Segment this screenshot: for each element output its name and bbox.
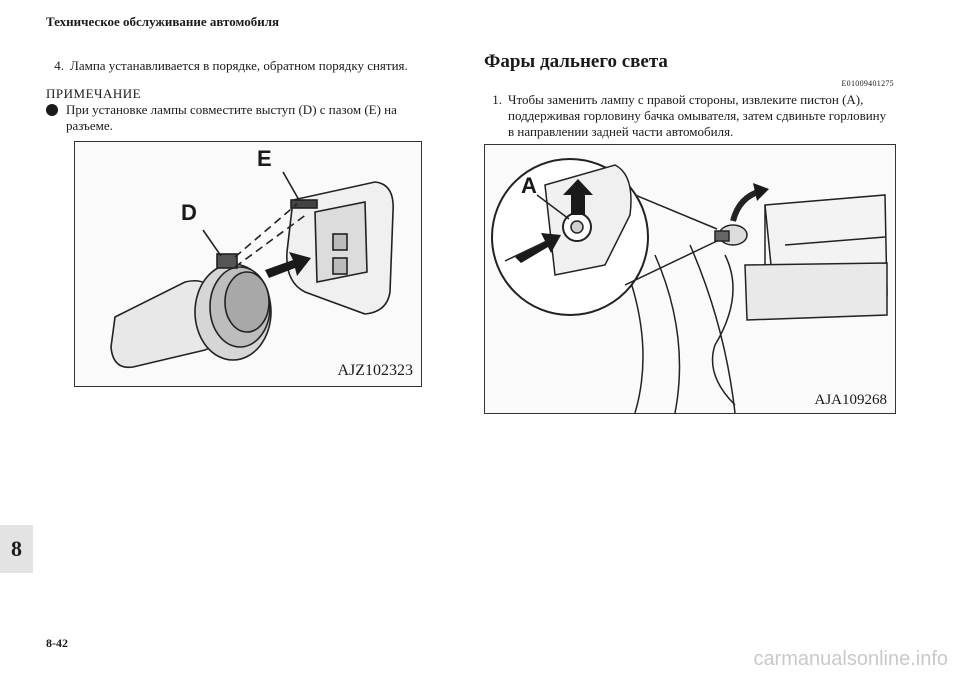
- figure-code: AJZ102323: [337, 362, 413, 379]
- note-text: При установке лампы совместите выступ (D…: [66, 102, 397, 133]
- label-a: A: [521, 173, 537, 198]
- step-item: 1. Чтобы заменить лампу с правой стороны…: [484, 92, 894, 140]
- bulb-connector-illustration: [110, 171, 394, 369]
- bullet-icon: [46, 104, 58, 116]
- chapter-tab: 8: [0, 525, 33, 573]
- right-column: Фары дальнего света E01009401275 1. Чтоб…: [484, 51, 894, 140]
- step-number: 1.: [492, 92, 502, 107]
- washer-neck-illustration: [491, 158, 888, 413]
- section-title: Фары дальнего света: [484, 51, 668, 72]
- figure-code: AJA109268: [814, 392, 887, 408]
- step-item: 4. Лампа устанавливается в порядке, обра…: [46, 58, 436, 74]
- note-item: При установке лампы совместите выступ (D…: [46, 102, 436, 134]
- watermark-text: carmanualsonline.info: [753, 648, 948, 670]
- figure-washer-neck: A AJA109268: [484, 144, 896, 414]
- label-d: D: [181, 200, 197, 225]
- label-e: E: [257, 146, 272, 171]
- page-header: Техническое обслуживание автомобиля: [46, 14, 280, 29]
- note-title: ПРИМЕЧАНИЕ: [46, 86, 142, 101]
- page-number: 8-42: [46, 636, 68, 650]
- step-number: 4.: [54, 58, 64, 73]
- figure-bulb-connector: D E AJZ102323: [74, 141, 422, 387]
- step-text: Чтобы заменить лампу с правой стороны, и…: [508, 92, 887, 139]
- left-column: 4. Лампа устанавливается в порядке, обра…: [46, 58, 436, 134]
- step-text: Лампа устанавливается в порядке, обратно…: [70, 58, 408, 73]
- document-code: E01009401275: [841, 79, 894, 88]
